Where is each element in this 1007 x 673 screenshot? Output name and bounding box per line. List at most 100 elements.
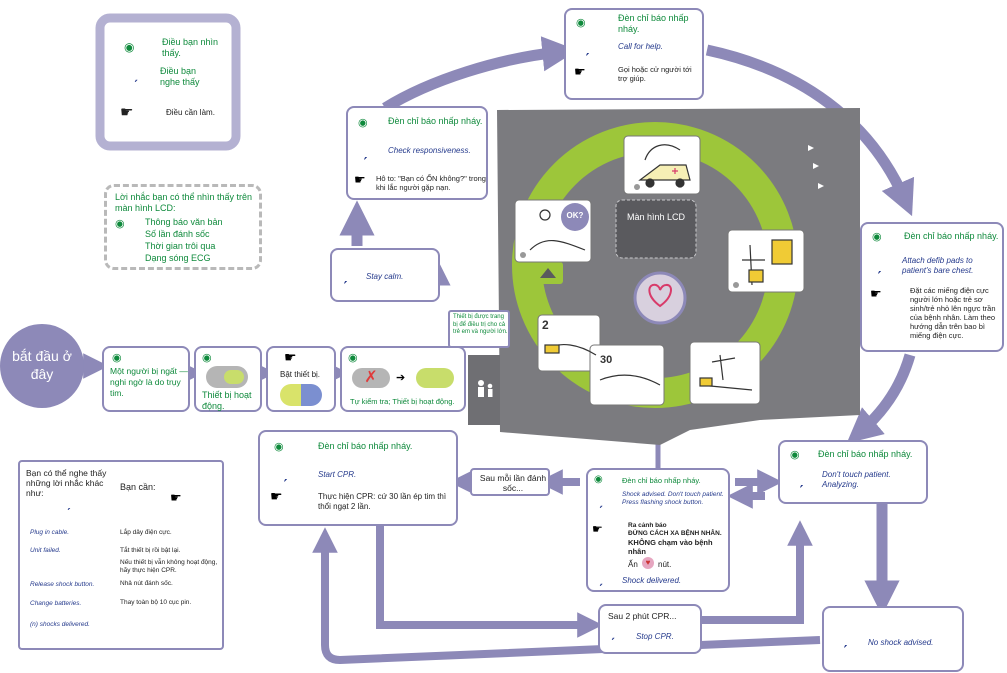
step-collapse: ◉ Một người bị ngất — nghi ngờ là do trụ… xyxy=(102,346,190,412)
prompt-row-4: Release shock button. xyxy=(30,581,95,588)
call-do-text: Gọi hoặc cử người tới trợ giúp. xyxy=(618,65,692,83)
prompt-row-1: Plug in cable. xyxy=(30,529,70,536)
eye-icon: ◉ xyxy=(274,441,284,453)
device-active-text: Thiết bị hoạt động. xyxy=(202,390,252,411)
ear-icon: ˏ xyxy=(610,624,616,641)
legend-see-text: Điều bạn nhìn thấy. xyxy=(162,37,219,58)
eye-icon: ◉ xyxy=(790,449,800,461)
adult-child-note-text: Thiết bị được trang bị để điều trị cho c… xyxy=(453,314,508,335)
adult-child-figure xyxy=(478,380,493,397)
ear-icon: ˏ xyxy=(342,264,348,284)
no-shock-hear: No shock advised. xyxy=(868,638,934,647)
after-shock-text: Sau mỗi lần đánh sốc... xyxy=(479,473,547,493)
shock-do-2: ĐỨNG CÁCH XA BỆNH NHÂN. xyxy=(628,530,722,537)
start-circle xyxy=(0,324,84,408)
step-turn-on: ☛ Bật thiết bị. xyxy=(266,346,336,412)
lcd-reminder-item-1: Thông báo văn bản xyxy=(145,217,223,227)
other-prompts-box: Bạn có thể nghe thấy những lời nhắc khác… xyxy=(18,460,224,650)
ear-icon: ˏ xyxy=(282,462,288,482)
shock-do-5: nút. xyxy=(658,560,672,569)
pads-see-text: Đèn chỉ báo nhấp nháy. xyxy=(904,231,999,241)
eye-icon: ◉ xyxy=(115,218,125,230)
shock-do-4: Ấn xyxy=(628,560,638,569)
pointing-hand-icon: ☛ xyxy=(574,64,586,79)
action-row-3: Nếu thiết bị vẫn không hoạt động, hãy th… xyxy=(120,559,218,574)
eye-icon: ◉ xyxy=(202,352,212,364)
stay-calm-box: ˏ Stay calm. xyxy=(330,248,440,302)
legend-do-text: Điều cần làm. xyxy=(166,108,215,117)
action-row-5: Thay toàn bộ 10 cục pin. xyxy=(120,599,192,606)
shock-hear-text: Shock advised. Don't touch patient. Pres… xyxy=(622,491,724,506)
lcd-reminder-box: Lời nhắc bạn có thể nhìn thấy trên màn h… xyxy=(104,184,262,270)
device-icon xyxy=(206,366,248,388)
check-do-text: Hô to: "Bạn có ỔN không?" trong khi lắc … xyxy=(376,174,486,192)
fail-icon: ✗ xyxy=(352,368,390,388)
lcd-reminder-item-2: Số lần đánh sốc xyxy=(145,229,210,239)
ear-icon: ˏ xyxy=(598,570,604,587)
cpr-hear-text: Start CPR. xyxy=(318,470,357,479)
lcd-label: Màn hình LCD xyxy=(626,212,686,222)
pointing-hand-icon: ☛ xyxy=(170,490,182,505)
step-self-test: ◉ ✗ ➔ Tự kiểm tra; Thiết bị hoạt động. xyxy=(340,346,466,412)
ear-icon: ˏ xyxy=(842,628,848,648)
ok-icon xyxy=(416,368,454,388)
lcd-reminder-title: Lời nhắc bạn có thể nhìn thấy trên màn h… xyxy=(115,192,252,213)
eye-icon: ◉ xyxy=(872,231,882,243)
collapse-text: Một người bị ngất — nghi ngờ là do trụy … xyxy=(110,366,188,398)
analyze-box: ◉ Đèn chỉ báo nhấp nháy. ˏ Don't touch p… xyxy=(778,440,928,504)
ear-icon: ˏ xyxy=(133,66,139,83)
cpr-box: ◉ Đèn chỉ báo nhấp nháy. ˏ Start CPR. ☛ … xyxy=(258,430,458,526)
ear-icon: ˏ xyxy=(66,494,71,511)
after-2min-box: Sau 2 phút CPR... ˏ Stop CPR. xyxy=(598,604,702,654)
prompts-header-right: Bạn cần: xyxy=(120,482,156,492)
self-test-text: Tự kiểm tra; Thiết bị hoạt động. xyxy=(350,397,455,406)
pointing-hand-icon: ☛ xyxy=(592,522,603,536)
pads-hear-text: Attach defib pads to patient's bare ches… xyxy=(902,256,974,275)
prompt-row-5: Change batteries. xyxy=(30,600,82,607)
lcd-reminder-item-3: Thời gian trôi qua xyxy=(145,241,216,251)
ear-icon: ˏ xyxy=(584,36,590,56)
pads-box: ◉ Đèn chỉ báo nhấp nháy. ˏ Attach defib … xyxy=(860,222,1004,352)
no-shock-box: ˏ No shock advised. xyxy=(822,606,964,672)
call-hear-text: Call for help. xyxy=(618,42,663,51)
ok-bubble: OK? xyxy=(566,211,584,220)
pointing-hand-icon: ☛ xyxy=(870,286,882,301)
shock-do-1: Ra cảnh báo xyxy=(628,522,667,529)
pointing-hand-icon: ☛ xyxy=(354,172,366,187)
after-2min-title: Sau 2 phút CPR... xyxy=(608,611,677,621)
ear-icon: ˏ xyxy=(362,140,368,160)
shock-button-icon: ♥ xyxy=(642,557,654,569)
pads-do-text: Đặt các miếng điện cực người lớn hoặc tr… xyxy=(910,286,996,340)
check-see-text: Đèn chỉ báo nhấp nháy. xyxy=(388,116,483,126)
eye-icon: ◉ xyxy=(358,117,368,129)
indicator-marks xyxy=(808,145,824,189)
cpr-do-text: Thực hiện CPR: cứ 30 lần ép tim thì thổi… xyxy=(318,492,447,511)
shock-hear2-text: Shock delivered. xyxy=(622,576,682,585)
power-button-icon[interactable] xyxy=(280,384,322,406)
pointing-hand-icon: ☛ xyxy=(120,104,134,121)
after-shock-box: Sau mỗi lần đánh sốc... xyxy=(470,468,550,496)
call-see-text: Đèn chỉ báo nhấp nháy. xyxy=(618,13,689,34)
start-label: bắt đầu ở đây xyxy=(12,348,72,382)
after-2min-hear: Stop CPR. xyxy=(636,632,674,641)
analyze-see-text: Đèn chỉ báo nhấp nháy. xyxy=(818,449,913,459)
stay-calm-text: Stay calm. xyxy=(366,272,404,281)
ear-icon: ˏ xyxy=(798,468,804,488)
check-hear-text: Check responsiveness. xyxy=(388,146,471,155)
eye-icon: ◉ xyxy=(348,352,358,364)
shock-do-3: KHÔNG chạm vào bệnh nhân xyxy=(628,538,713,556)
prompts-header-left: Bạn có thể nghe thấy những lời nhắc khác… xyxy=(26,468,107,498)
compression-count-30: 30 xyxy=(600,354,613,366)
prompt-row-6: (n) shocks delivered. xyxy=(30,621,90,628)
check-box: ◉ Đèn chỉ báo nhấp nháy. ˏ Check respons… xyxy=(346,106,488,200)
adult-child-note: Thiết bị được trang bị để điều trị cho c… xyxy=(448,310,510,348)
cpr-see-text: Đèn chỉ báo nhấp nháy. xyxy=(318,441,413,451)
action-row-1: Lắp dây điện cực. xyxy=(120,529,172,536)
eye-icon: ◉ xyxy=(112,352,122,364)
eye-icon: ◉ xyxy=(594,474,603,485)
call-box: ◉ Đèn chỉ báo nhấp nháy. ˏ Call for help… xyxy=(564,8,704,100)
compression-count-2: 2 xyxy=(542,318,549,332)
eye-icon: ◉ xyxy=(576,17,586,29)
action-row-4: Nhả nút đánh sốc. xyxy=(120,580,173,587)
